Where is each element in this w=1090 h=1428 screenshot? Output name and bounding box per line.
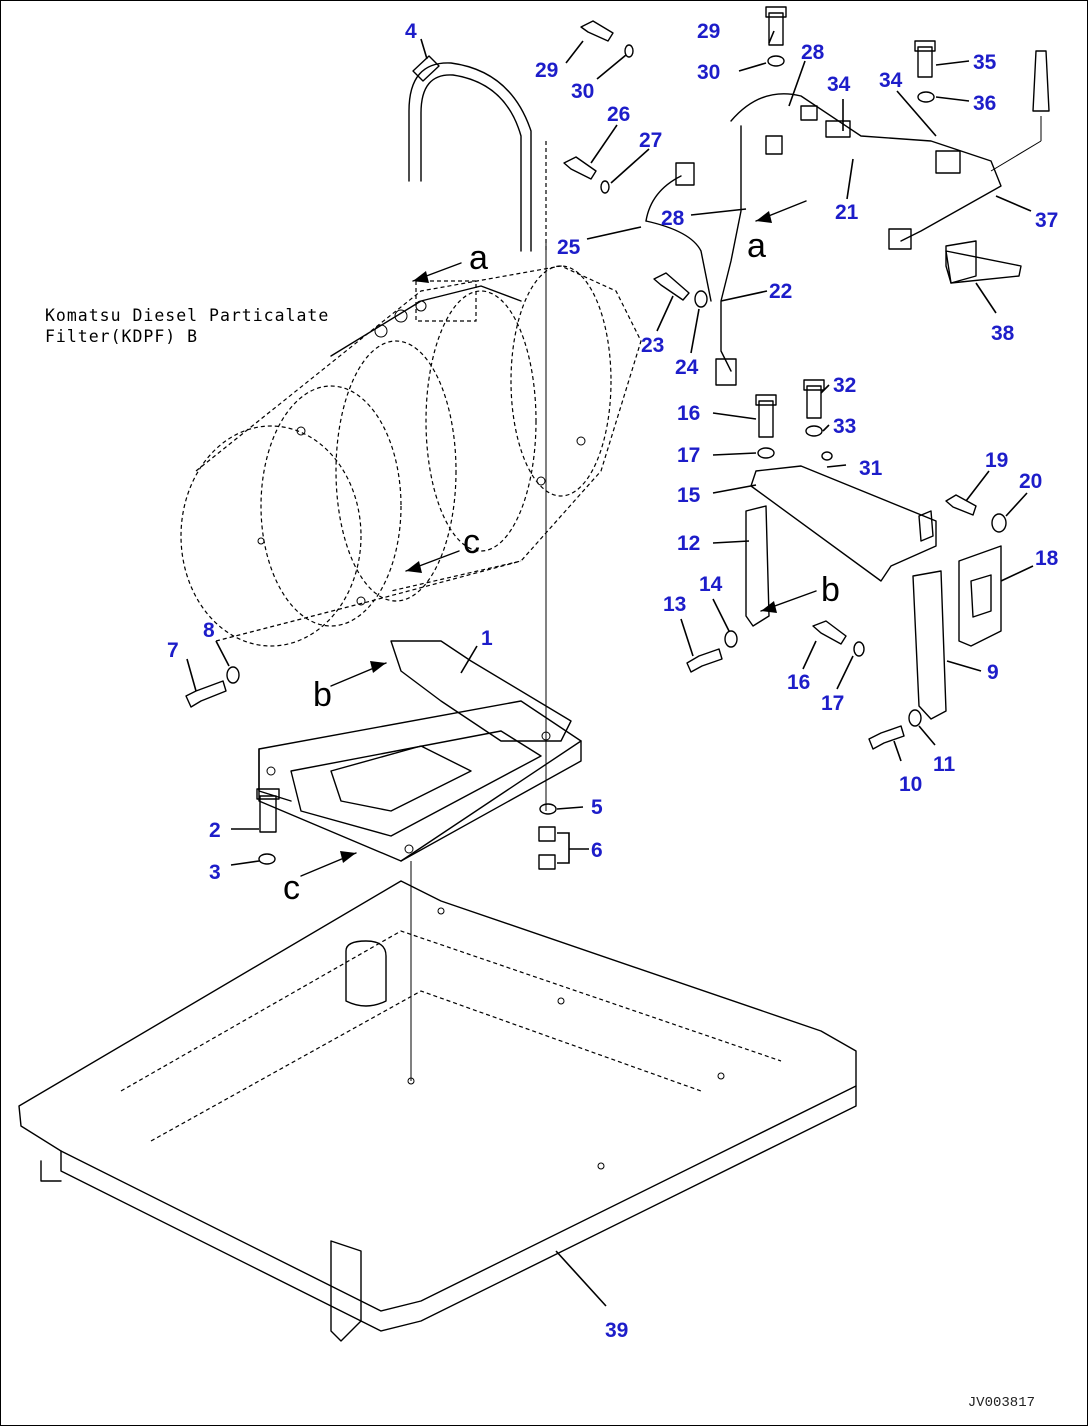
wire-harness-drawing: [645, 50, 1050, 386]
view-letter-c: c: [463, 523, 480, 561]
part-label-34b: 34: [879, 69, 903, 92]
part-label-1: 1: [481, 627, 493, 650]
part-label-18: 18: [1035, 547, 1059, 570]
view-arrows: [300, 200, 817, 877]
part-label-30b: 30: [571, 80, 594, 103]
part-label-13: 13: [663, 593, 686, 616]
part-label-6: 6: [591, 839, 603, 862]
part-label-12: 12: [677, 532, 700, 555]
view-letters: a a b b c c: [283, 227, 840, 907]
part-label-30a: 30: [697, 61, 720, 84]
part-label-27: 27: [639, 129, 662, 152]
part-label-26: 26: [607, 103, 630, 126]
part-label-10: 10: [899, 773, 922, 796]
part-label-36: 36: [973, 92, 996, 115]
part-label-29a: 29: [697, 20, 720, 43]
view-letter-b: b: [313, 676, 332, 714]
kdpf-filter-drawing: [180, 265, 642, 647]
part-label-33: 33: [833, 415, 856, 438]
drawing-code: JV003817: [967, 1395, 1035, 1411]
part-label-16a: 16: [677, 402, 700, 425]
part-label-9: 9: [987, 661, 999, 684]
part-label-23: 23: [641, 334, 664, 357]
part-label-22: 22: [769, 280, 792, 303]
main-frame-drawing: [18, 861, 857, 1342]
view-letter-c-2: c: [283, 869, 300, 907]
part-label-5: 5: [591, 796, 603, 819]
part-label-15: 15: [677, 484, 701, 507]
part-label-14: 14: [699, 573, 723, 596]
view-letter-a: a: [469, 239, 488, 277]
part-label-39: 39: [605, 1319, 628, 1342]
part-label-31: 31: [859, 457, 883, 480]
part-label-28b: 28: [661, 207, 685, 230]
part-label-20: 20: [1019, 470, 1042, 493]
part-label-25: 25: [557, 236, 581, 259]
view-letter-a-2: a: [747, 227, 766, 265]
part-label-7: 7: [167, 639, 179, 662]
part-number-labels: 4 1 2 3 5 6 7 8 9 10 11 12 13 14 15 16 1…: [167, 20, 1059, 1342]
kdpf-caption: Komatsu Diesel Particalate Filter(KDPF) …: [45, 305, 329, 347]
part-label-2: 2: [209, 819, 221, 842]
part-label-8: 8: [203, 619, 215, 642]
kdpf-caption-line2: Filter(KDPF) B: [45, 327, 199, 346]
part-label-21: 21: [835, 201, 859, 224]
part-label-17b: 17: [821, 692, 844, 715]
base-bracket-drawing: [258, 640, 582, 862]
kdpf-caption-line1: Komatsu Diesel Particalate: [45, 306, 330, 325]
part-label-19: 19: [985, 449, 1008, 472]
part-label-28a: 28: [801, 41, 825, 64]
part-label-35: 35: [973, 51, 997, 74]
part-label-16b: 16: [787, 671, 810, 694]
part-label-3: 3: [209, 861, 221, 884]
support-brackets-drawing: [745, 465, 1002, 720]
part-label-29b: 29: [535, 59, 558, 82]
part-label-24: 24: [675, 356, 699, 379]
part-label-17a: 17: [677, 444, 700, 467]
part-label-34a: 34: [827, 73, 851, 96]
part-label-37: 37: [1035, 209, 1058, 232]
leader-lines: [186, 30, 1034, 1307]
view-letter-b-2: b: [821, 571, 840, 609]
u-strap-drawing: [408, 55, 547, 811]
part-label-4: 4: [405, 20, 417, 43]
hardware-drawing: [185, 6, 1022, 870]
part-label-11: 11: [933, 753, 956, 776]
part-label-38: 38: [991, 322, 1015, 345]
part-label-32: 32: [833, 374, 856, 397]
